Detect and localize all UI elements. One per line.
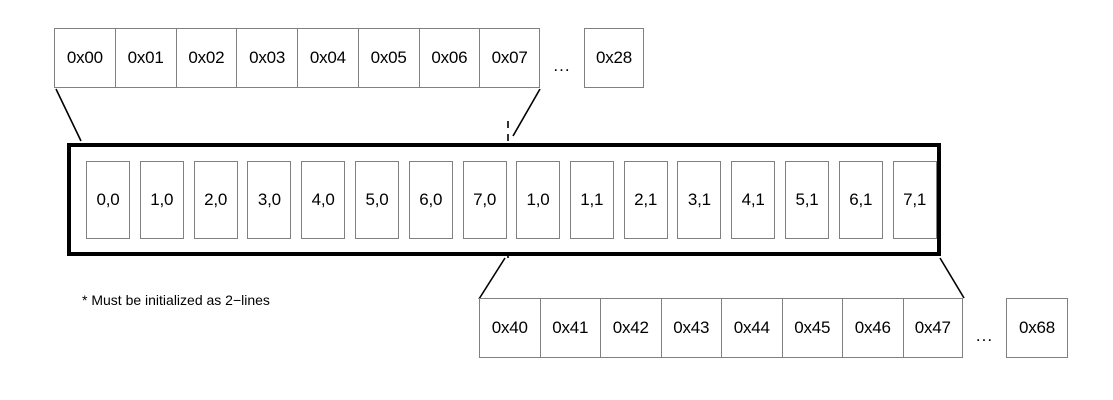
address-cell: 0x40 <box>479 298 540 358</box>
address-cell: 0x46 <box>842 298 903 358</box>
memory-cell: 7,1 <box>892 161 937 239</box>
caption-note: * Must be initialized as 2−lines <box>82 292 270 308</box>
address-cell: 0x01 <box>114 28 176 88</box>
memory-cell: 6,1 <box>838 161 883 239</box>
memory-cell: 5,0 <box>355 161 399 239</box>
memory-cell: 4,1 <box>731 161 776 239</box>
address-cell: 0x47 <box>902 298 963 358</box>
address-cell: 0x04 <box>297 28 358 88</box>
memory-cell: 3,0 <box>247 161 292 239</box>
memory-cell: 3,1 <box>677 161 722 239</box>
address-cell: 0x41 <box>539 298 600 358</box>
memory-cell: 7,0 <box>462 161 507 239</box>
memory-cell: 1,0 <box>139 161 184 239</box>
address-cell: 0x44 <box>721 298 782 358</box>
address-cell: 0x00 <box>54 28 115 88</box>
memory-cell: 6,0 <box>408 161 453 239</box>
address-cell: 0x42 <box>600 298 661 358</box>
address-ellipsis: ... <box>975 326 994 345</box>
memory-cell: 2,1 <box>623 161 668 239</box>
connector-top-right <box>512 88 541 137</box>
memory-cell: 2,0 <box>193 161 238 239</box>
connector-top-left <box>55 88 82 142</box>
address-cell-tail: 0x68 <box>1006 298 1068 358</box>
memory-cell: 1,1 <box>569 161 614 239</box>
connector-bottom-right <box>939 257 965 299</box>
connector-bottom-left <box>478 257 506 300</box>
address-cell: 0x45 <box>781 298 842 358</box>
address-cell: 0x03 <box>236 28 297 88</box>
address-cell: 0x07 <box>479 28 540 88</box>
address-cell: 0x02 <box>175 28 237 88</box>
address-ellipsis: ... <box>553 56 571 75</box>
address-cell: 0x05 <box>357 28 419 88</box>
memory-cell: 5,1 <box>785 161 829 239</box>
memory-cell: 4,0 <box>301 161 346 239</box>
address-cell: 0x06 <box>418 28 480 88</box>
memory-cell: 0,0 <box>86 161 130 239</box>
address-cell-tail: 0x28 <box>584 28 644 88</box>
memory-cell: 1,0 <box>516 161 560 239</box>
address-cell: 0x43 <box>660 298 721 358</box>
